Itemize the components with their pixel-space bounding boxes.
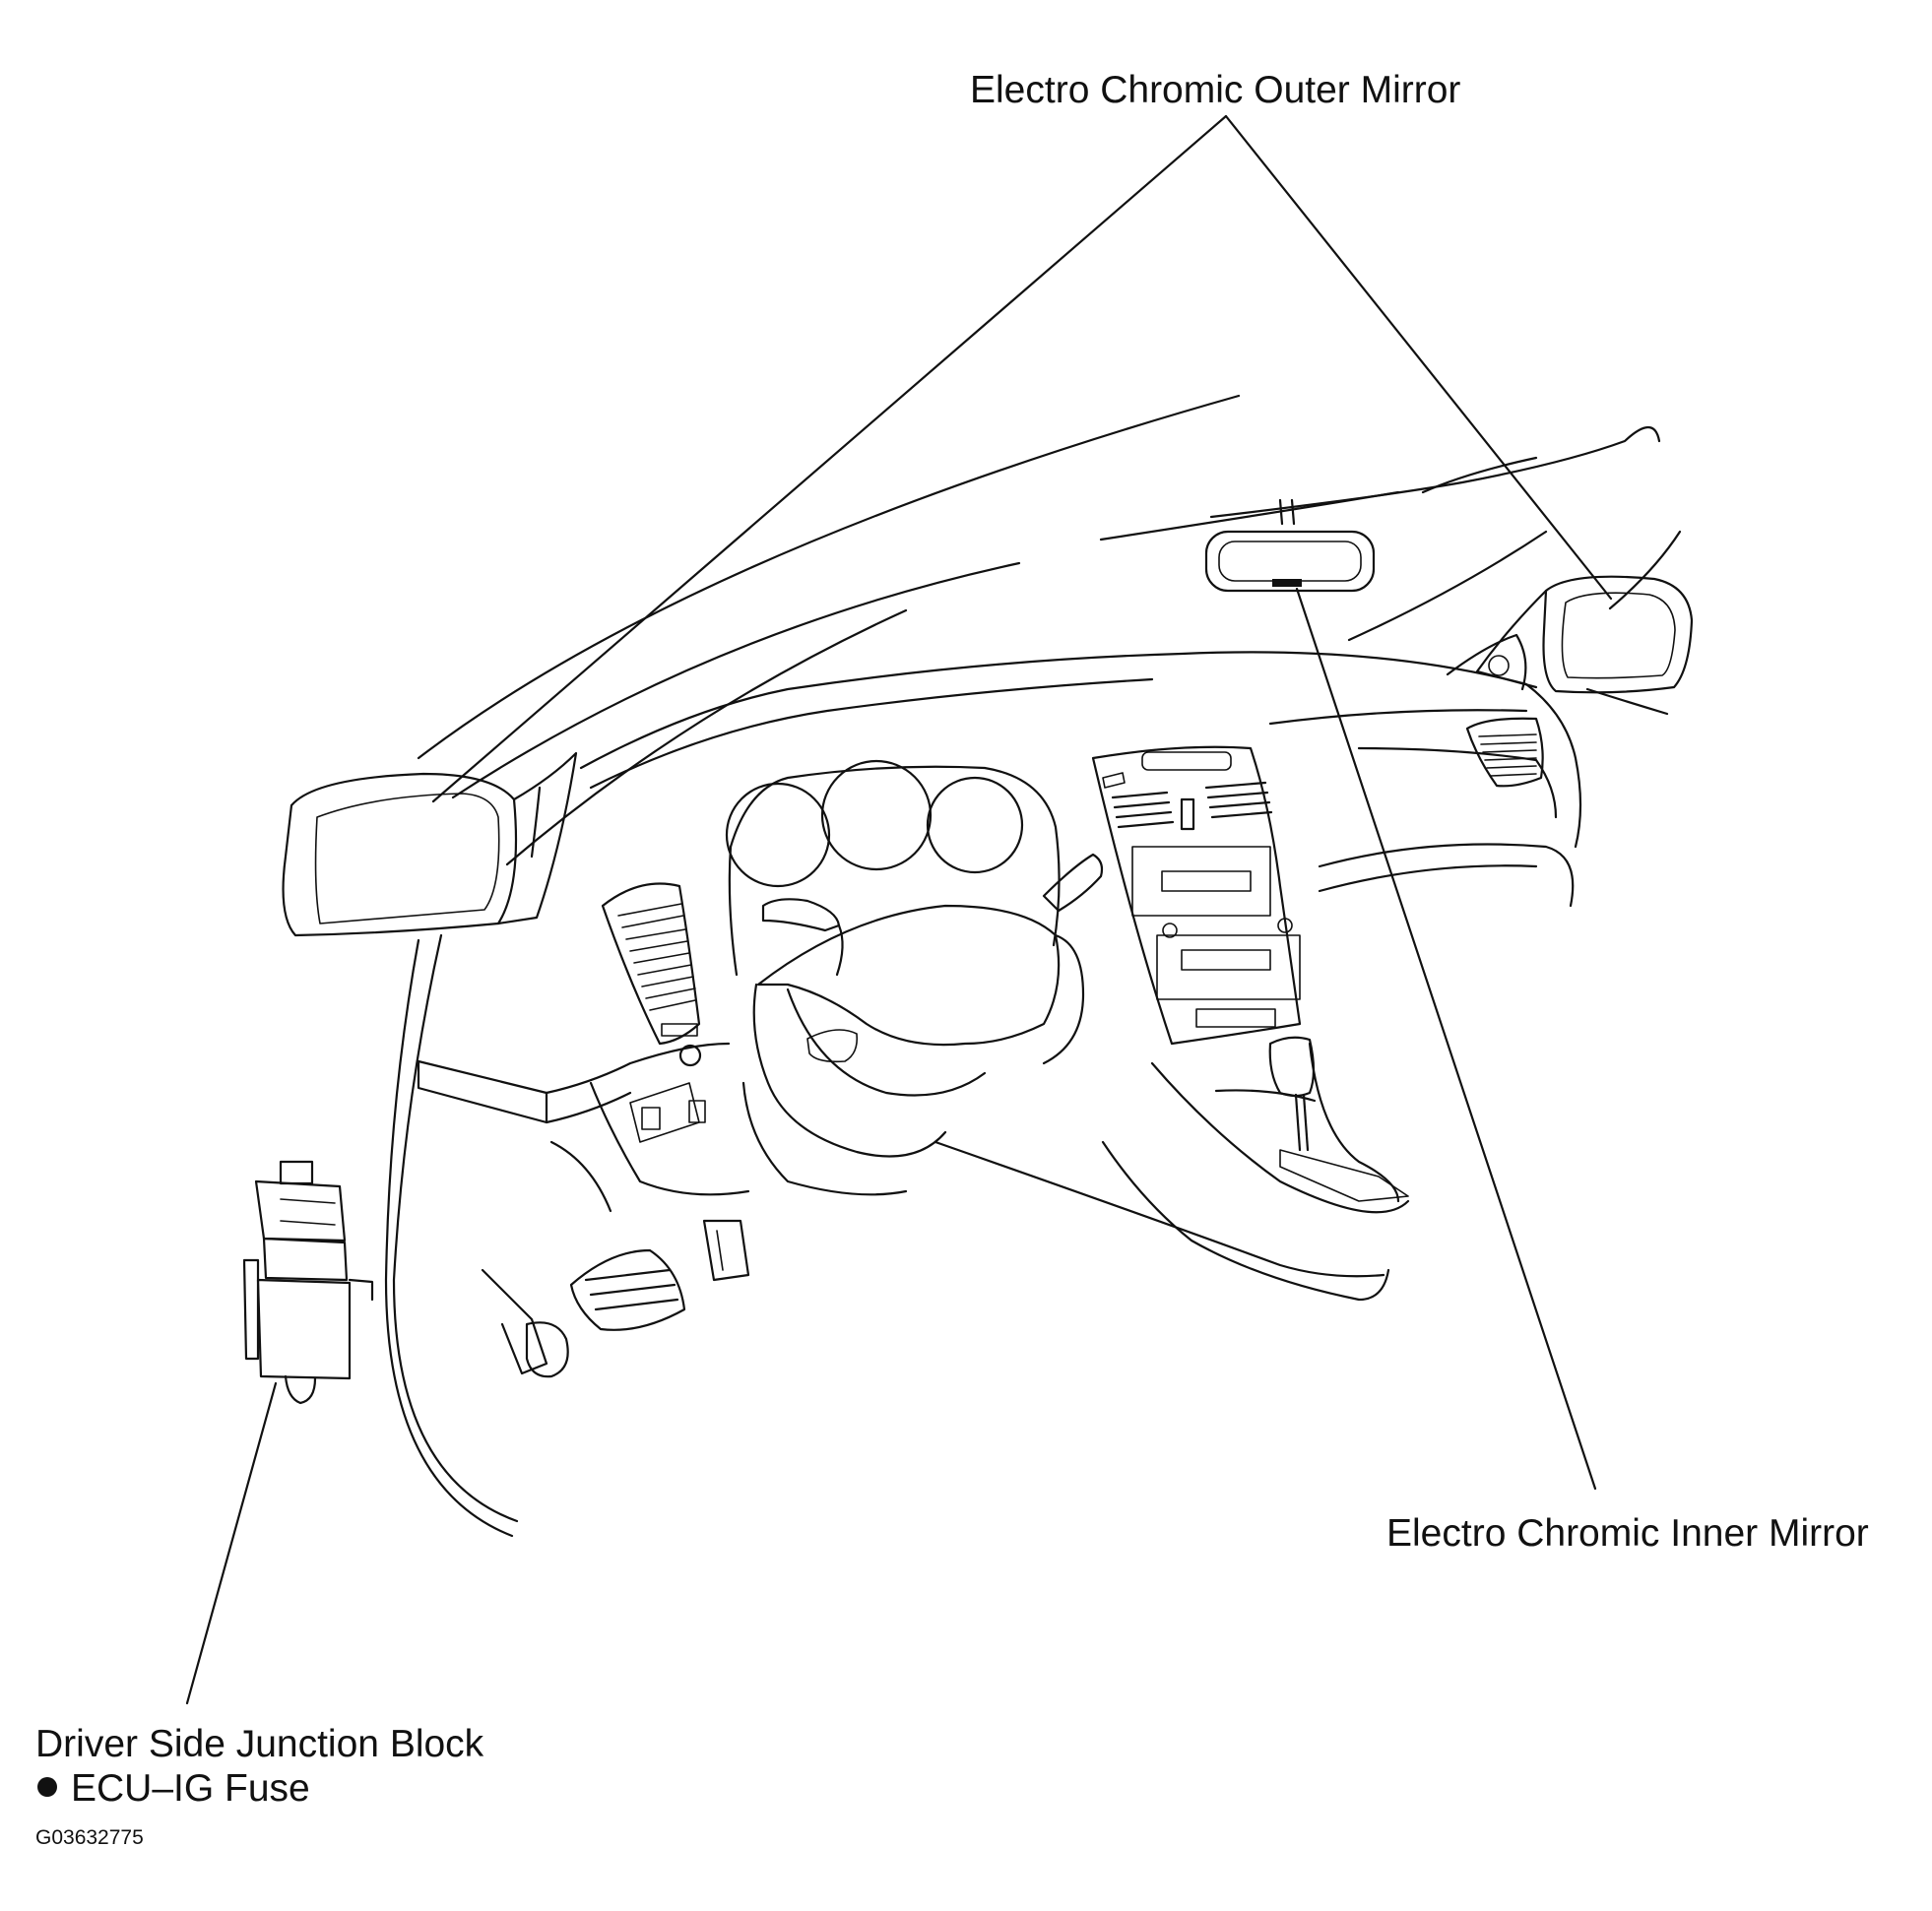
right-outer-mirror xyxy=(1446,575,1694,694)
junction-block xyxy=(242,1160,374,1405)
roof-and-windshield-lines xyxy=(417,394,1682,866)
pedals xyxy=(481,1219,750,1378)
lower-dash-panel xyxy=(549,1081,908,1213)
outer-mirror-label: Electro Chromic Outer Mirror xyxy=(970,69,1461,111)
leader-lines xyxy=(185,114,1613,1705)
leader-inner-mirror xyxy=(1295,587,1597,1491)
figure-code: G03632775 xyxy=(35,1826,144,1849)
bullet-icon xyxy=(37,1777,57,1797)
right-air-vent xyxy=(1465,717,1544,788)
leader-junction-block xyxy=(185,1381,278,1705)
fuse-label-row: ECU–IG Fuse xyxy=(37,1767,310,1811)
instrument-cluster xyxy=(725,759,1061,977)
leader-outer-mirror-left xyxy=(431,114,1228,803)
leader-outer-mirror-right xyxy=(1224,114,1613,601)
fuse-label: ECU–IG Fuse xyxy=(71,1767,310,1810)
dashboard xyxy=(417,651,1582,1302)
inner-mirror-label: Electro Chromic Inner Mirror xyxy=(1386,1512,1869,1555)
center-console xyxy=(1091,745,1302,1046)
junction-block-label: Driver Side Junction Block xyxy=(35,1723,484,1765)
inner-mirror xyxy=(1204,530,1376,593)
left-outer-mirror xyxy=(282,751,578,937)
gear-shifter xyxy=(1268,1036,1409,1202)
left-air-vent xyxy=(601,882,702,1067)
steering-wheel xyxy=(752,853,1104,1158)
a-pillar xyxy=(384,933,519,1538)
